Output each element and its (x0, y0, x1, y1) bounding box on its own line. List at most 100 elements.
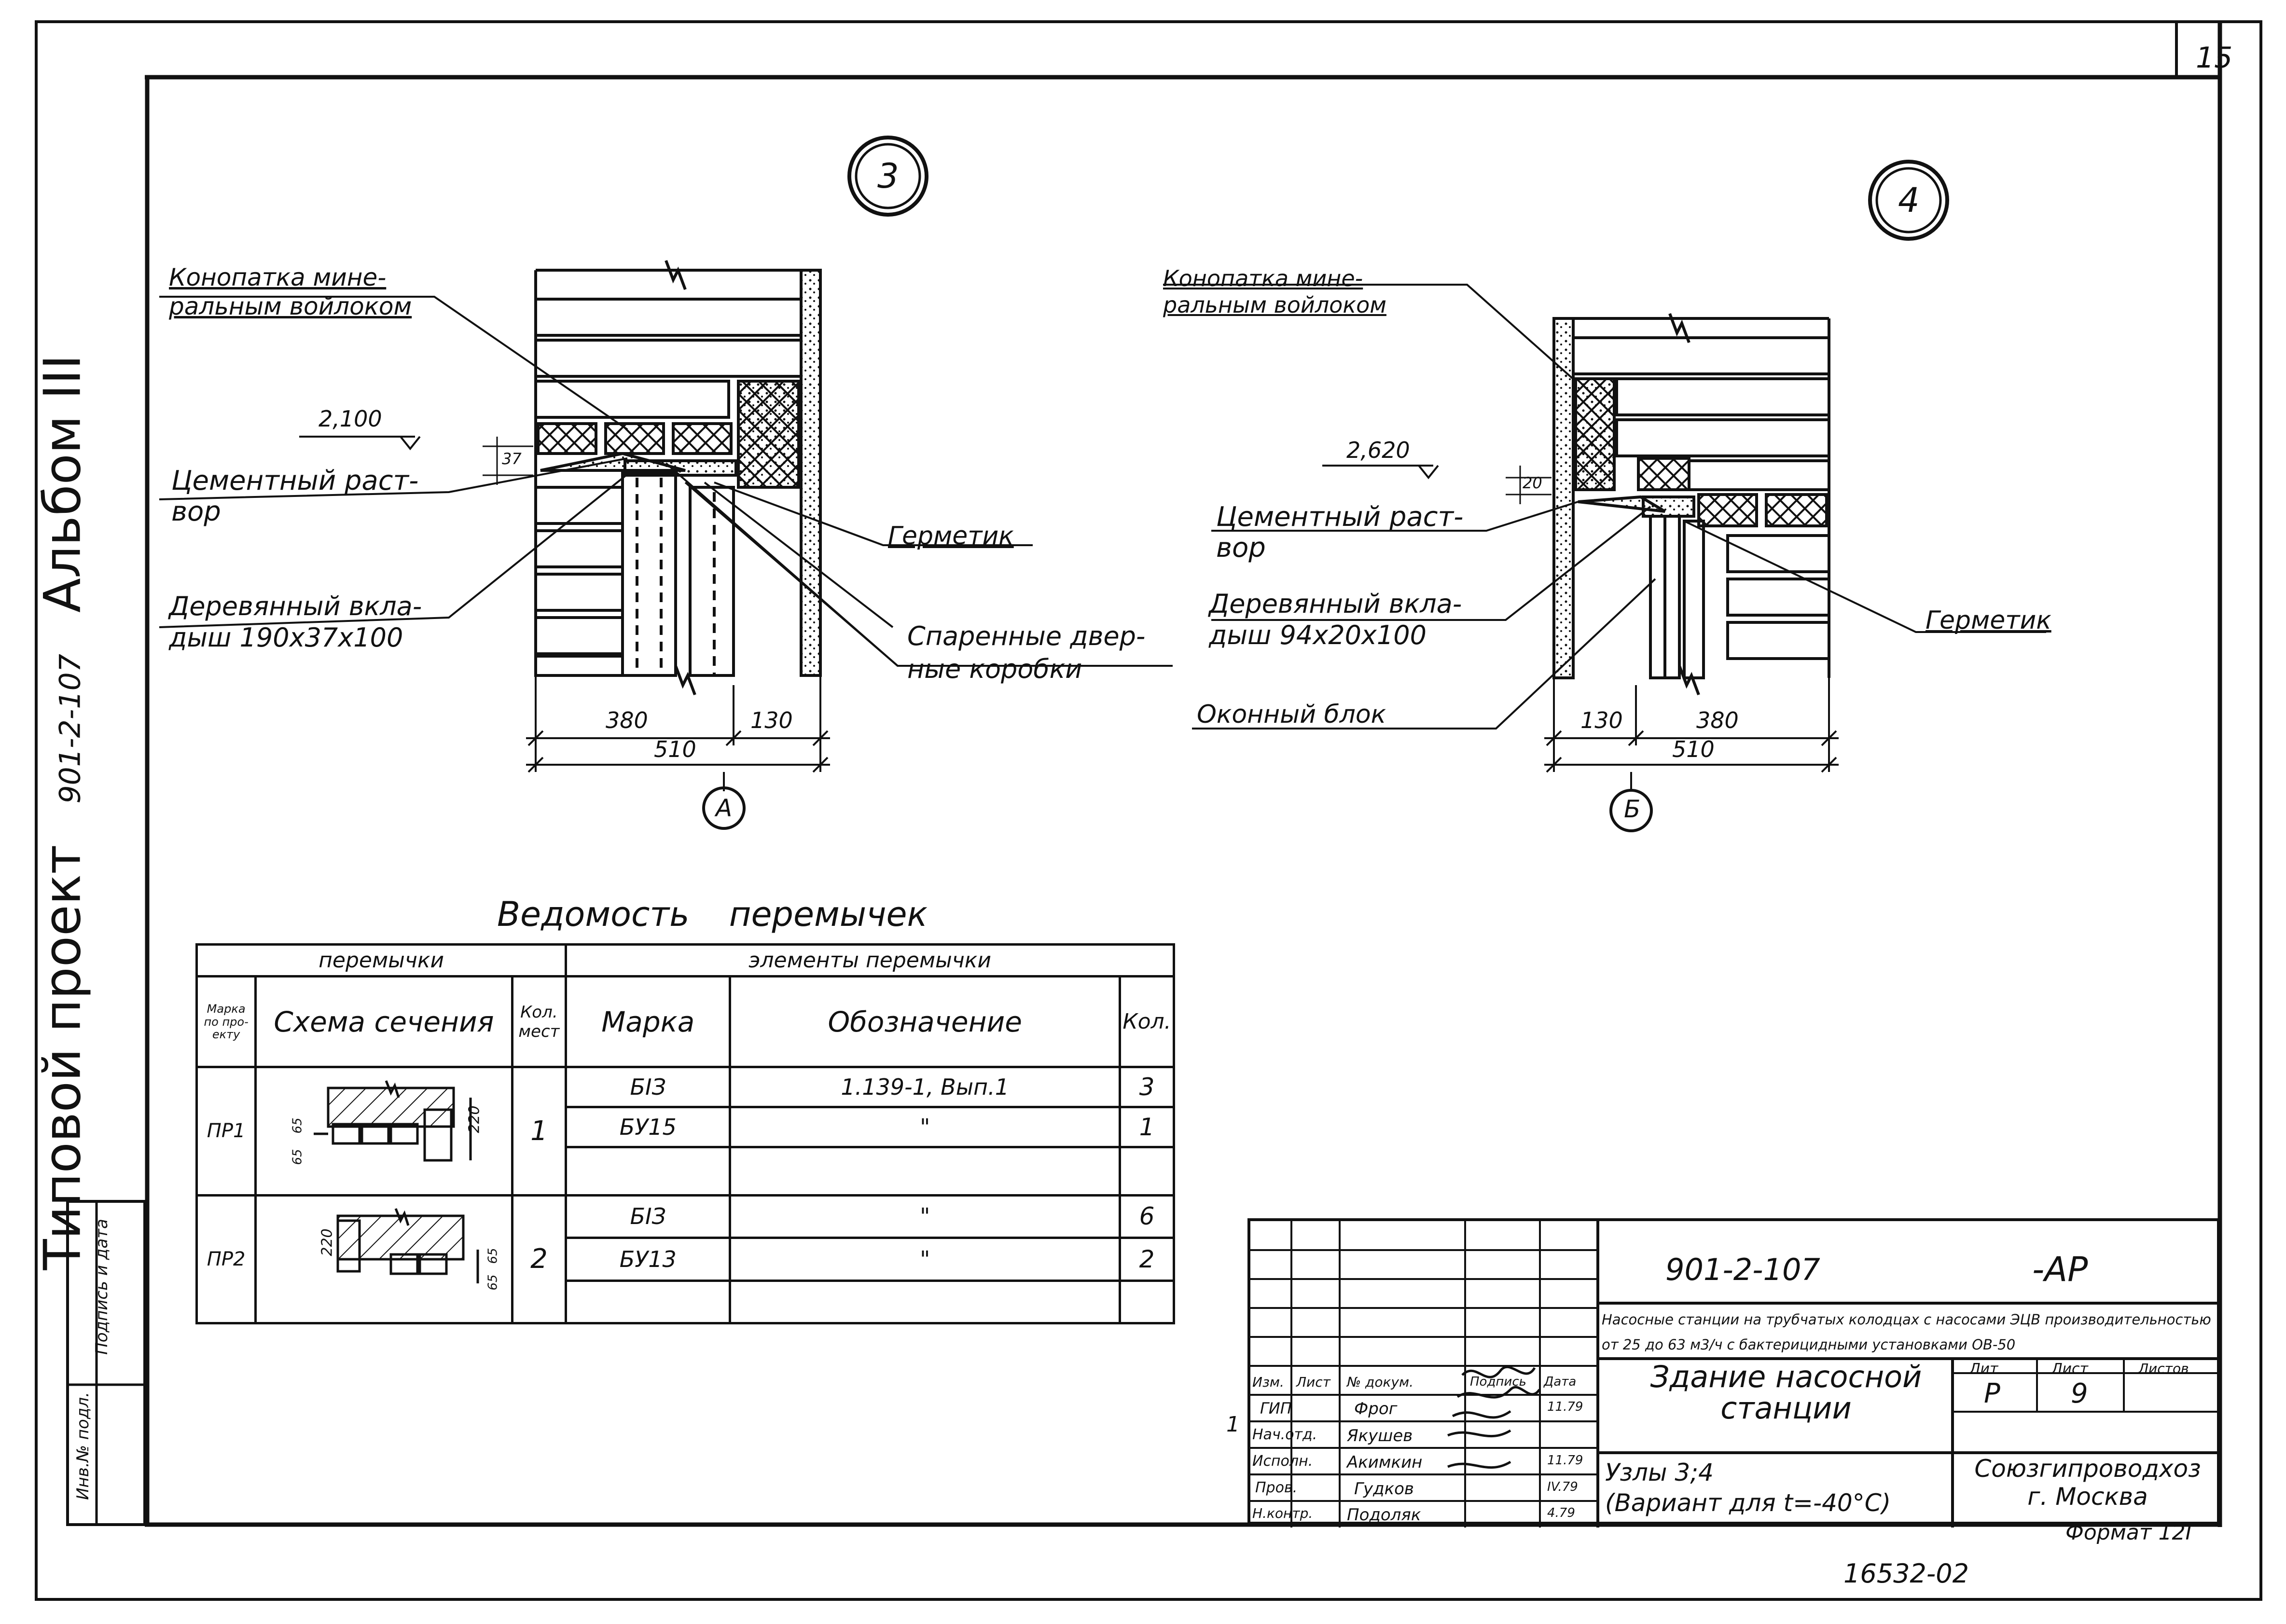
signer-date: 11.79 (1547, 1453, 1583, 1468)
page-number: 15 (2196, 41, 2233, 75)
archive-number: 16532-02 (1843, 1558, 1969, 1589)
table-cell (729, 1279, 1122, 1324)
node4-dim-b: 380 (1696, 707, 1739, 733)
tb-col-list: Лист (1296, 1374, 1330, 1390)
side-project-title: Типовой проект (33, 844, 92, 1270)
revision-grid (1250, 1221, 1599, 1528)
node4-dim-small: 20 (1523, 474, 1542, 492)
tb-col-izm: Изм. (1252, 1374, 1284, 1390)
signer-role: Исполн. (1252, 1453, 1313, 1470)
tb-sheet-title: Здание насосной станции (1650, 1359, 1922, 1426)
col-designation-header: Обозначение (729, 975, 1122, 1069)
tb-stage-label: Лит (1969, 1361, 1998, 1377)
lintels-title: Ведомость перемычек (497, 895, 928, 934)
lintels-group-left: перемычки (195, 943, 568, 978)
node3-mortar-label: Цементный раст- вор (171, 465, 419, 528)
table-cell (1119, 1279, 1175, 1324)
tb-stage: Р (1984, 1378, 2000, 1409)
tb-col-doc: № докум. (1347, 1374, 1414, 1390)
table-cell: 1.139-1, Вып.1 (729, 1066, 1122, 1109)
pr2-scheme (254, 1194, 513, 1325)
signer-name: Гудков (1354, 1479, 1414, 1499)
table-cell: БУ15 (565, 1106, 732, 1149)
lintels-table: перемычки элементы перемычки Марка по пр… (195, 943, 1175, 1325)
node4-axis: Б (1624, 795, 1641, 823)
pr1-mark: ПР1 (195, 1066, 257, 1197)
node4-sealant-label: Герметик (1926, 606, 2051, 635)
table-cell: 3 (1119, 1066, 1175, 1109)
tb-sheet: 9 (2071, 1378, 2088, 1409)
tb-col-sign: Подпись (1470, 1375, 1526, 1389)
table-cell: " (729, 1237, 1122, 1282)
signer-role: Нач.отд. (1252, 1426, 1317, 1443)
node4-level: 2,620 (1346, 437, 1410, 463)
tb-code: 901-2-107 (1665, 1252, 1820, 1287)
node4-window-label: Оконный блок (1197, 700, 1386, 729)
node3-drawing (159, 136, 1173, 830)
node4-dim-a: 130 (1580, 707, 1623, 733)
node3-caulk-label: Конопатка мине- ральным войлоком (169, 263, 412, 320)
table-cell: 2 (1119, 1237, 1175, 1282)
sheet-frame (35, 20, 2262, 1601)
node4-caulk-label: Конопатка мине- ральным войлоком (1163, 265, 1386, 318)
tb-change-no: 1 (1226, 1412, 1240, 1437)
node3-insert-label: Деревянный вкла- дыш 190х37х100 (169, 591, 422, 653)
signer-date: 4.79 (1547, 1506, 1575, 1520)
tb-description: Насосные станции на трубчатых колодцах с… (1602, 1311, 2211, 1353)
table-cell (565, 1146, 732, 1197)
pr2-qty: 2 (511, 1194, 568, 1325)
tb-sheet-label: Лист (2051, 1361, 2089, 1377)
node3-dim-a: 380 (606, 707, 648, 733)
node4-number: 4 (1898, 180, 1920, 220)
table-cell (565, 1279, 732, 1324)
pr1-dim-a: 65 (290, 1117, 305, 1134)
table-cell (729, 1146, 1122, 1197)
pr2-dim-a: 65 (485, 1248, 500, 1264)
node4-drawing (1163, 160, 2046, 832)
node4-insert-label: Деревянный вкла- дыш 94х20х100 (1209, 589, 1462, 650)
table-cell: БІЗ (565, 1066, 732, 1109)
node3-axis: А (716, 794, 733, 822)
tb-suffix: -АР (2032, 1250, 2088, 1289)
signer-date: IV.79 (1547, 1480, 1578, 1494)
tb-subtitle: Узлы 3;4 (Вариант для t=-40°С) (1605, 1459, 1891, 1517)
col-qty-header: Кол. мест (511, 975, 568, 1069)
tb-sheets-label: Листов (2138, 1361, 2189, 1376)
node3-dim-small: 37 (502, 450, 522, 468)
tb-col-date: Дата (1544, 1375, 1577, 1389)
lintels-group-right: элементы перемычки (565, 943, 1175, 978)
node4-mortar-label: Цементный раст- вор (1216, 501, 1464, 564)
title-right-grid (1598, 1302, 2220, 1528)
side-inv-label: Инв.№ подл. (73, 1392, 93, 1500)
table-cell (1119, 1146, 1175, 1197)
signer-name: Фрог (1354, 1399, 1398, 1418)
pr1-dim-b: 65 (290, 1149, 305, 1165)
node3-number: 3 (877, 156, 899, 196)
tb-org: Союзгипроводхоз г. Москва (1974, 1455, 2201, 1511)
col-count-header: Кол. (1119, 975, 1175, 1069)
pr1-dim-height: 220 (466, 1105, 483, 1133)
col-mark-header: Марка по про- екту (195, 975, 257, 1069)
title-block: Изм. Лист № докум. Подпись Дата 1 ГИП Фр… (1226, 1218, 2220, 1528)
table-cell: БУ13 (565, 1237, 732, 1282)
side-title-block: Типовой проект 901-2-107 Альбом III (33, 305, 92, 1270)
signer-role: Пров. (1255, 1479, 1298, 1496)
signer-role: ГИП (1260, 1399, 1292, 1418)
table-cell: " (729, 1194, 1122, 1239)
node3-level: 2,100 (319, 406, 382, 432)
table-cell: 6 (1119, 1194, 1175, 1239)
side-album: Альбом III (33, 354, 92, 613)
pr2-dim-height: 220 (319, 1228, 336, 1256)
signatures (1447, 1365, 1541, 1469)
col-scheme-header: Схема сечения (254, 975, 513, 1069)
pr2-mark: ПР2 (195, 1194, 257, 1325)
pr1-scheme (254, 1066, 513, 1197)
format-label: Формат 12Г (2065, 1520, 2198, 1545)
node3-frames-label: Спаренные двер- ные коробки (907, 621, 1146, 684)
signer-name: Акимкин (1347, 1453, 1423, 1472)
pr1-qty: 1 (511, 1066, 568, 1197)
side-sign-label: Подпись и дата (92, 1219, 111, 1355)
side-project-code: 901-2-107 (53, 654, 87, 804)
table-cell: БІЗ (565, 1194, 732, 1239)
node3-dim-b: 130 (750, 707, 793, 733)
